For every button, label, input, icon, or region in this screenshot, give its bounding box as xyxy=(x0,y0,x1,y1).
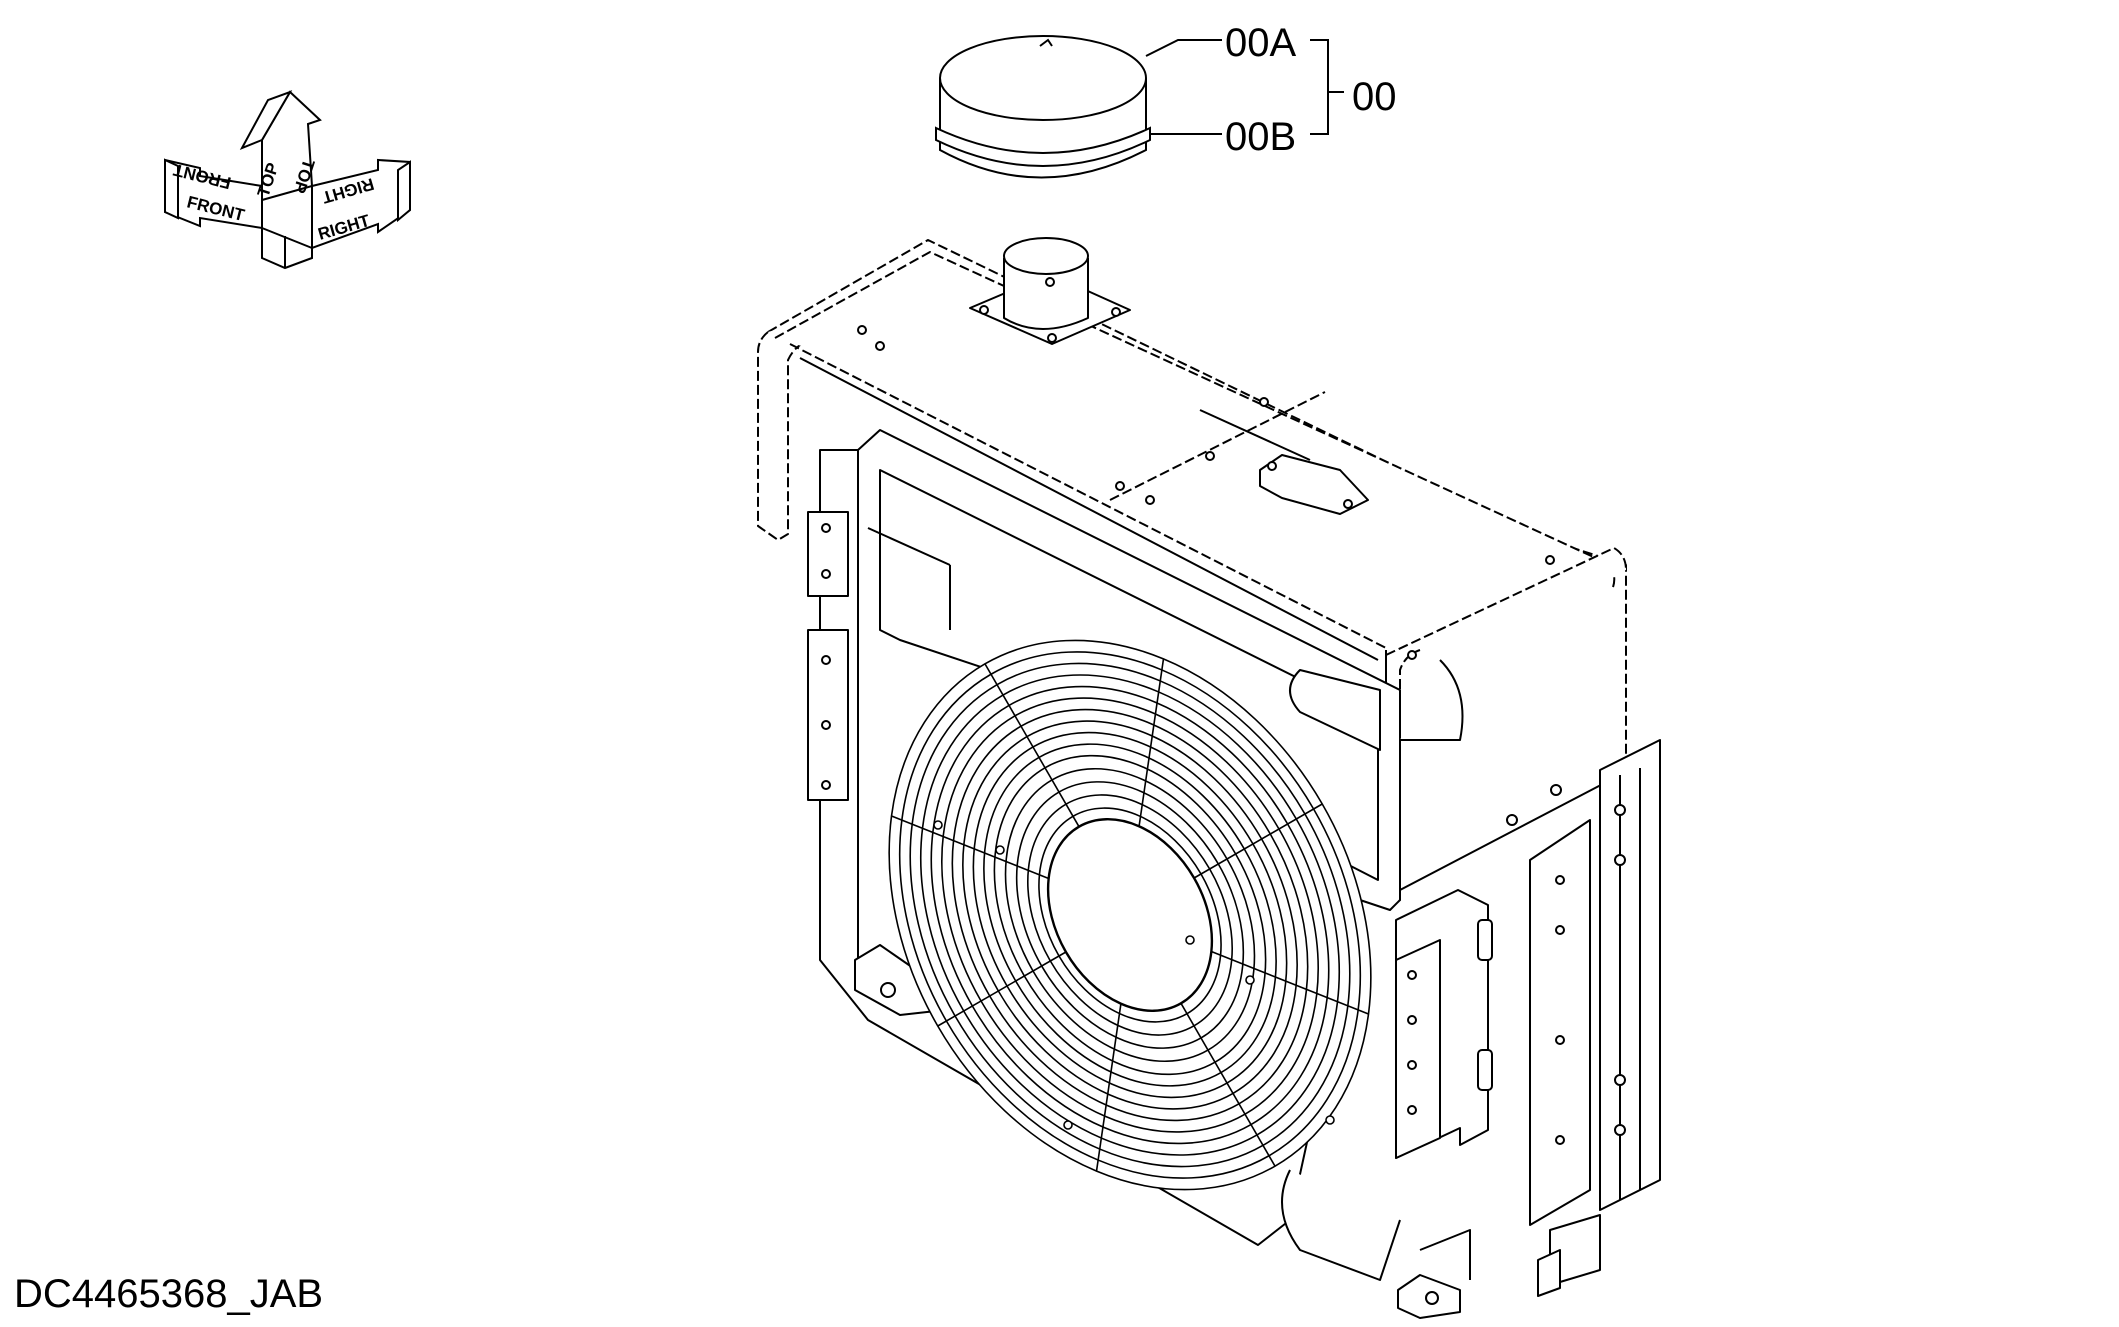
callout-00b: 00B xyxy=(1225,115,1296,159)
callout-00a: 00A xyxy=(1225,21,1296,65)
document-id: DC4465368_JAB xyxy=(14,1272,324,1316)
callout-leaders xyxy=(1145,39,1344,135)
callout-00: 00 xyxy=(1352,75,1397,119)
fan-guard xyxy=(888,639,1372,1191)
orientation-indicator: FRONT FRONT TOP TOP RIGHT RIGHT xyxy=(164,90,411,270)
filter-cap xyxy=(935,35,1151,179)
